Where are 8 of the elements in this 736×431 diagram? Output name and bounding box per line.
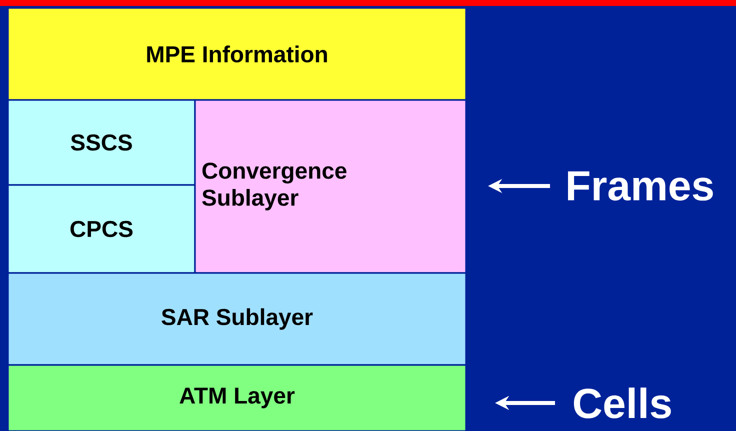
layer-box: SAR Sublayer (7, 272, 467, 366)
layer-box: CPCS (7, 184, 196, 274)
side-label: Cells (574, 388, 671, 418)
layer-box: Convergence Sublayer (194, 99, 467, 274)
layer-box: SSCS (7, 99, 196, 186)
side-label: Frames (568, 171, 713, 201)
layer-box: MPE Information (7, 7, 467, 101)
layer-box: ATM Layer (7, 364, 467, 431)
